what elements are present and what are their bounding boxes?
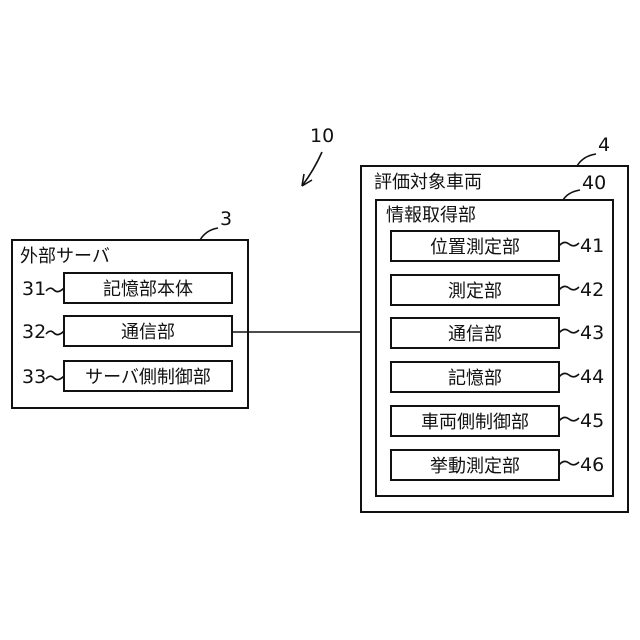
vehicle-storage-ref: 44 [580,366,604,388]
external-server-title: 外部サーバ [20,246,110,267]
external-server-ref: 3 [220,208,232,230]
behavior-meas-label: 挙動測定部 [430,456,520,477]
info-unit-ref: 40 [582,172,606,194]
vehicle-ref: 4 [598,134,610,156]
storage-main-ref: 31 [22,278,46,300]
server-control-label: サーバ側制御部 [85,367,211,388]
storage-main-label: 記憶部本体 [103,279,193,300]
measurement-label: 測定部 [448,281,502,302]
server-comm-ref: 32 [22,321,46,343]
server-control-ref: 33 [22,366,46,388]
vehicle-control-label: 車両側制御部 [421,412,529,433]
vehicle-comm-ref: 43 [580,322,604,344]
vehicle-leader [577,154,596,166]
measurement-ref: 42 [580,279,604,301]
vehicle-title: 評価対象車両 [374,172,482,193]
info-unit-title: 情報取得部 [386,205,476,226]
vehicle-storage-label: 記憶部 [448,368,502,389]
server-comm-label: 通信部 [121,322,175,343]
position-meas-ref: 41 [580,235,604,257]
behavior-meas-ref: 46 [580,454,604,476]
system-ref-label: 10 [310,125,334,147]
vehicle-control-ref: 45 [580,410,604,432]
vehicle-comm-label: 通信部 [448,324,502,345]
position-meas-label: 位置測定部 [430,237,520,258]
external-server-leader [200,228,218,240]
